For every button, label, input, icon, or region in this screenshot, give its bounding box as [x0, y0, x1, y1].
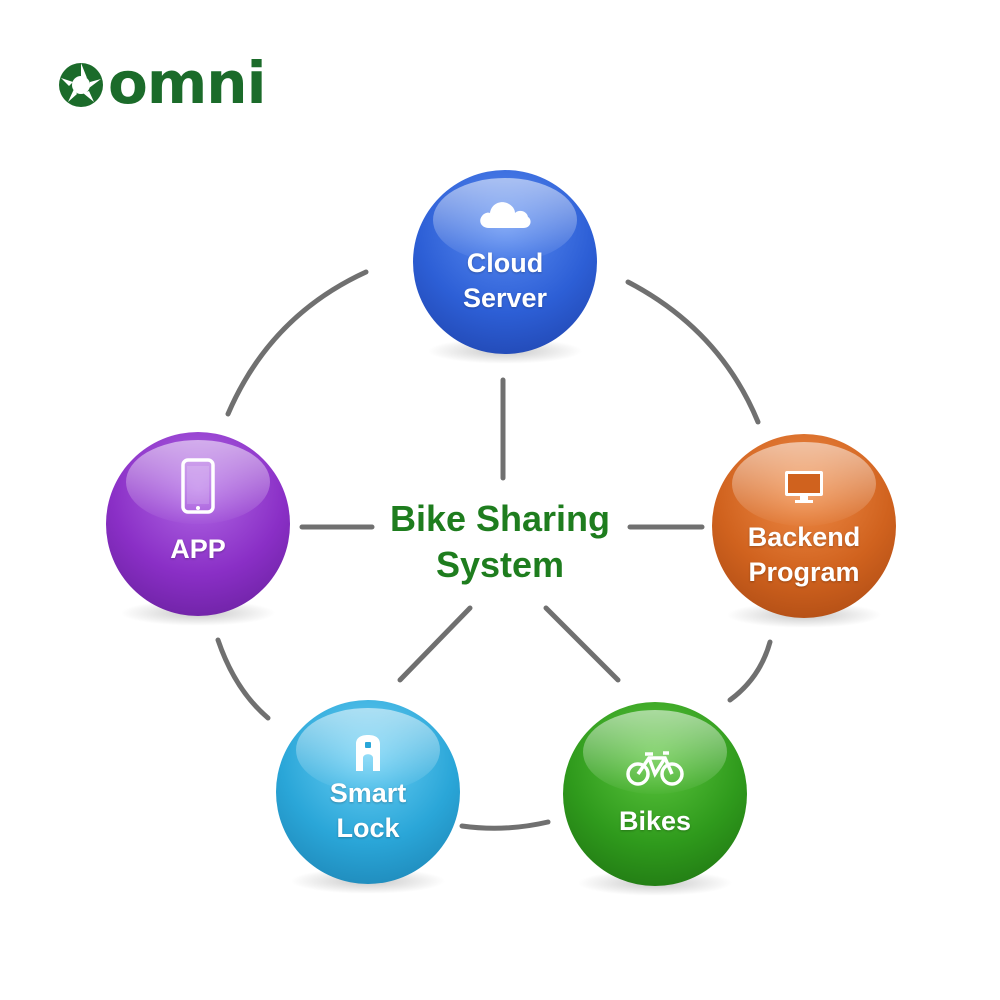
backend-program-node: Backend Program — [712, 434, 896, 628]
app-label: APP — [170, 534, 226, 564]
ring-arc-app-cloud — [225, 269, 369, 417]
logo-text: omni — [108, 49, 266, 117]
smart-lock-node: Smart Lock — [276, 700, 460, 894]
monitor-icon — [785, 471, 823, 503]
aperture-icon — [59, 63, 103, 107]
cloud-icon — [480, 202, 531, 228]
spoke-lock — [397, 605, 473, 683]
bicycle-icon — [626, 751, 684, 786]
ring-arc-cloud-backend — [625, 279, 761, 425]
bikes-node: Bikes — [563, 702, 747, 896]
smartphone-icon — [181, 458, 215, 514]
app-node: APP — [106, 432, 290, 626]
diagram-title: Bike Sharing System — [330, 496, 670, 588]
backend-program-label: Backend Program — [747, 522, 861, 587]
spoke-bikes — [543, 605, 621, 683]
lock-icon — [356, 735, 380, 771]
ring-arc-bikes-lock — [459, 819, 551, 831]
ring-arc-backend-bikes — [727, 639, 773, 703]
ring-arc-lock-app — [215, 637, 271, 721]
title-line-2: System — [435, 544, 565, 585]
smart-lock-label: Smart Lock — [329, 778, 407, 843]
omni-logo: omni — [56, 50, 266, 118]
cloud-server-label: Cloud Server — [462, 248, 548, 313]
bikes-label: Bikes — [618, 806, 692, 836]
title-line-1: Bike Sharing — [389, 498, 611, 539]
cloud-server-node: Cloud Server — [413, 170, 597, 364]
